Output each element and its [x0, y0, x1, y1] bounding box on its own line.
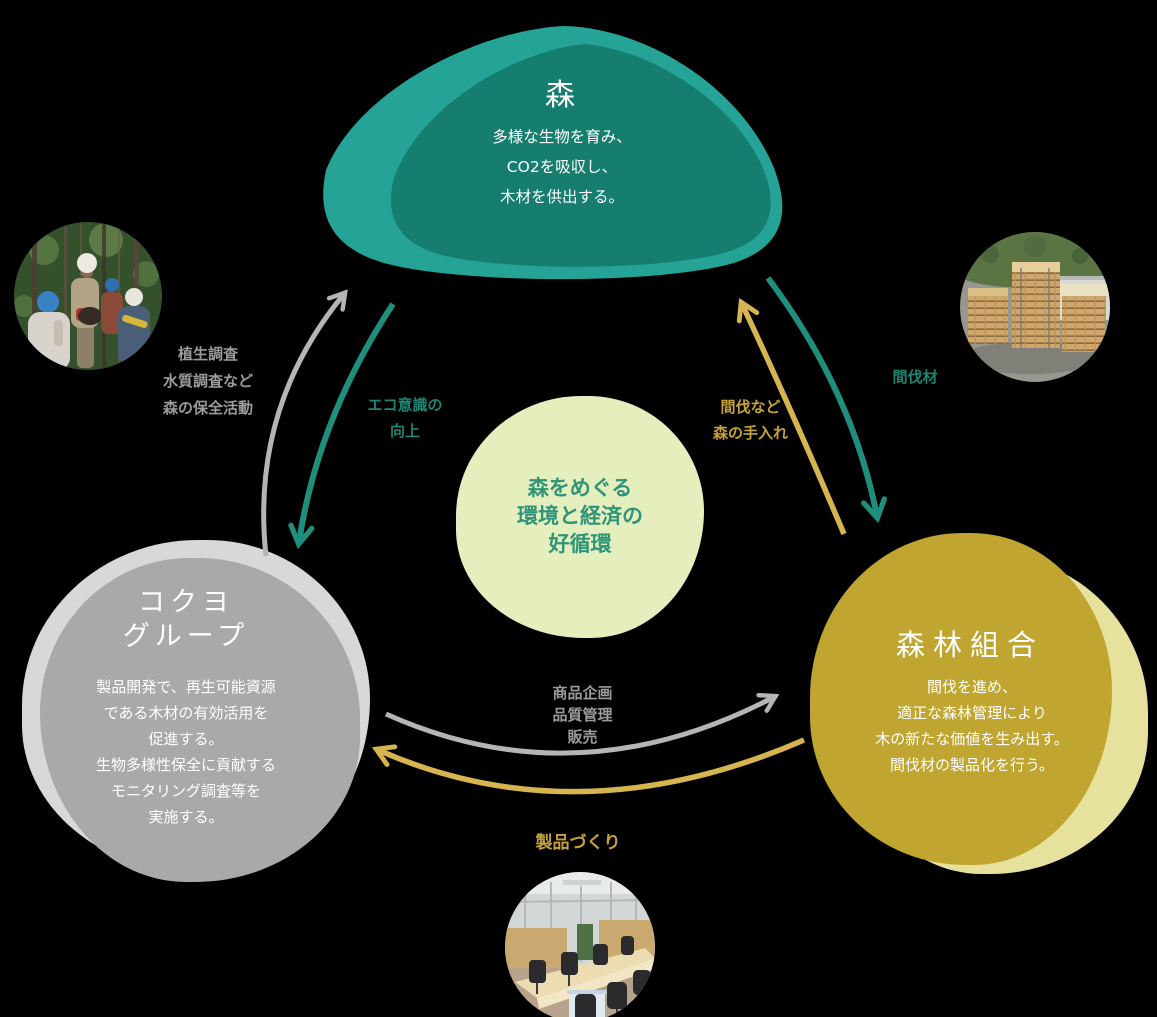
- lumber-yard-illustration: [960, 232, 1110, 382]
- center-title-line: 環境と経済の: [517, 504, 643, 528]
- label-planning-line: 品質管理: [552, 706, 613, 724]
- label-conservation-line: 森の保全活動: [162, 399, 253, 417]
- kokuyo-title-line: コクヨ: [138, 587, 234, 618]
- kokuyo-body-line: 実施する。: [148, 808, 224, 826]
- center-title-line: 好循環: [548, 532, 612, 556]
- forest-survey-illustration: [14, 222, 162, 370]
- arrow-kokuyo-to-forest: [261, 294, 344, 557]
- kokuyo-title: コクヨ グループ: [56, 586, 316, 654]
- arrow-forest-to-kokuyo: [299, 302, 396, 542]
- label-forest-care-line: 間伐など: [720, 398, 781, 416]
- label-forest-care-line: 森の手入れ: [712, 424, 788, 442]
- forest-node-shape: [323, 26, 783, 280]
- meeting-room-photo: [505, 872, 655, 1017]
- forest-survey-photo: [14, 222, 162, 370]
- center-title: 森をめぐる 環境と経済の 好循環: [466, 474, 694, 558]
- arrow-union-to-kokuyo: [378, 737, 806, 795]
- center-circle: [456, 396, 704, 638]
- arrow-kokuyo-to-union: [384, 697, 774, 756]
- union-body-line: 木の新たな価値を生み出す。: [875, 730, 1069, 748]
- kokuyo-body-line: 製品開発で、再生可能資源: [96, 678, 276, 696]
- kokuyo-body-line: である木材の有効活用を: [103, 704, 269, 722]
- union-description: 間伐を進め、 適正な森林管理により 木の新たな価値を生み出す。 間伐材の製品化を…: [822, 674, 1122, 778]
- label-planning-line: 商品企画: [552, 684, 613, 702]
- union-circle: [810, 533, 1112, 865]
- label-conservation: 植生調査 水質調査など 森の保全活動: [128, 341, 288, 422]
- label-conservation-line: 水質調査など: [162, 372, 253, 390]
- label-product-making: 製品づくり: [535, 833, 621, 853]
- label-eco-line: 向上: [389, 422, 420, 440]
- union-body-line: 間伐材の製品化を行う。: [889, 756, 1055, 774]
- arrow-forest-to-union: [765, 276, 877, 516]
- label-eco-awareness: エコ意識の 向上: [340, 392, 470, 444]
- label-planning-line: 販売: [567, 728, 598, 746]
- kokuyo-body-line: 促進する。: [148, 730, 224, 748]
- label-thinned-wood: 間伐材: [892, 368, 938, 386]
- union-body-line: 間伐を進め、: [926, 678, 1017, 696]
- label-forest-care: 間伐など 森の手入れ: [688, 394, 813, 446]
- forest-description: 多様な生物を育み、 CO2を吸収し、 木材を供出する。: [442, 122, 682, 212]
- forest-body-line: 多様な生物を育み、: [492, 128, 632, 146]
- forest-blob-dark: [390, 44, 771, 267]
- label-eco-line: エコ意識の: [367, 396, 443, 414]
- kokuyo-body-line: モニタリング調査等を: [110, 782, 261, 800]
- kokuyo-title-line: グループ: [122, 621, 250, 652]
- forest-title: 森: [545, 78, 579, 113]
- label-planning: 商品企画 品質管理 販売: [520, 682, 645, 748]
- lumber-yard-photo: [960, 232, 1110, 382]
- union-body-line: 適正な森林管理により: [897, 704, 1047, 722]
- kokuyo-body-line: 生物多様性保全に貢献する: [95, 756, 276, 774]
- forest-body-line: CO2を吸収し、: [506, 158, 618, 176]
- kokuyo-circle: [40, 558, 360, 882]
- kokuyo-description: 製品開発で、再生可能資源 である木材の有効活用を 促進する。 生物多様性保全に貢…: [36, 674, 336, 830]
- union-title: 森林組合: [895, 628, 1044, 662]
- arrow-union-to-forest: [742, 304, 847, 536]
- meeting-room-illustration: [505, 872, 655, 1017]
- center-title-line: 森をめぐる: [527, 476, 633, 500]
- label-conservation-line: 植生調査: [177, 345, 238, 363]
- forest-body-line: 木材を供出する。: [499, 188, 624, 206]
